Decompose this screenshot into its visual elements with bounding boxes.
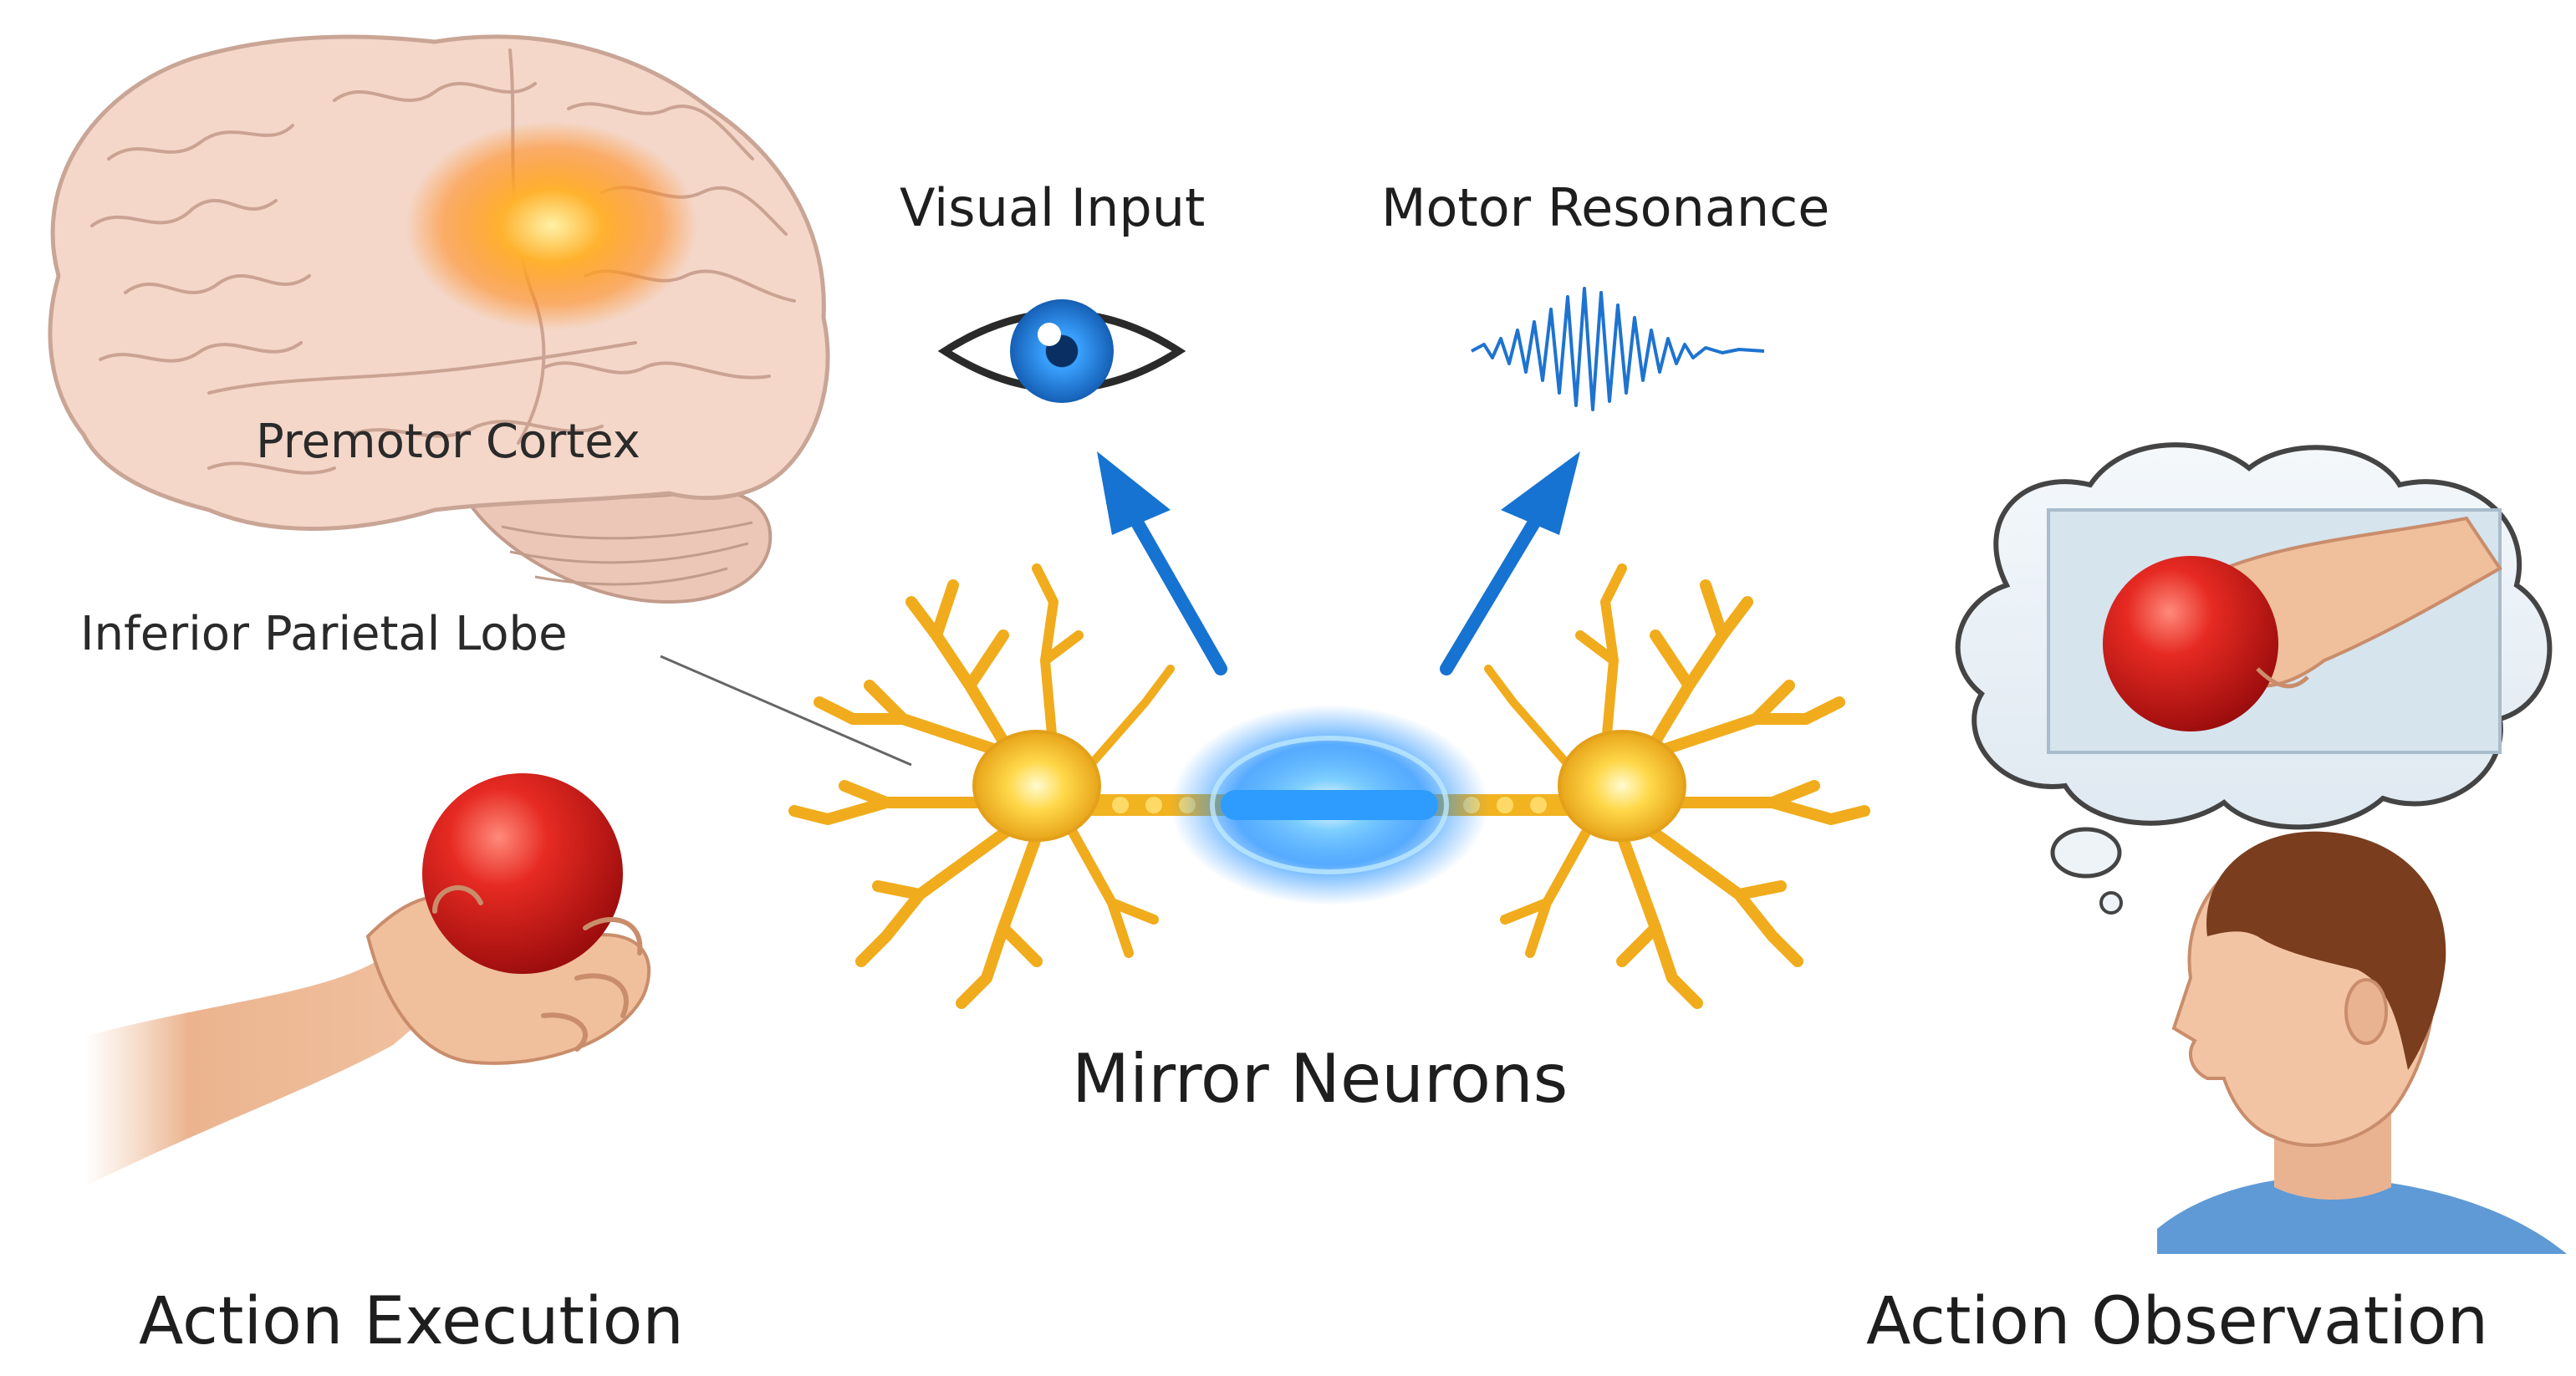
- blue-arrow-icon-right: [1440, 451, 1580, 675]
- blue-arrow-icon-left: [1097, 451, 1227, 675]
- soma-left: [972, 730, 1101, 842]
- red-ball-observation: [2103, 556, 2278, 731]
- premotor-highlight: [406, 121, 698, 330]
- hand-holding-ball: [84, 773, 651, 1187]
- cerebellum-folds: [501, 521, 753, 586]
- synapse-ring: [1210, 736, 1449, 874]
- soma-right: [1558, 730, 1686, 842]
- label-mirror-neurons: Mirror Neurons: [1072, 1040, 1569, 1118]
- label-premotor-cortex: Premotor Cortex: [256, 415, 640, 469]
- neuron-right: [1484, 563, 1870, 1009]
- brain-gyri: [90, 48, 796, 475]
- ear: [2344, 978, 2388, 1045]
- eye-icon: [937, 299, 1186, 403]
- shirt: [2157, 1176, 2567, 1254]
- parietal-leader-line: [660, 655, 912, 767]
- thought-dot-large: [2050, 827, 2122, 879]
- label-inferior-parietal-lobe: Inferior Parietal Lobe: [80, 607, 568, 661]
- synapse-core: [1221, 790, 1438, 820]
- label-action-execution: Action Execution: [139, 1284, 684, 1359]
- hair: [2206, 831, 2446, 1070]
- label-action-observation: Action Observation: [1866, 1284, 2489, 1359]
- observer-person: [2157, 831, 2567, 1254]
- thought-bubble: [1955, 442, 2553, 915]
- neuron-left: [788, 563, 1175, 1009]
- label-visual-input: Visual Input: [900, 177, 1206, 238]
- label-motor-resonance: Motor Resonance: [1381, 177, 1830, 238]
- thought-dot-small: [2099, 891, 2123, 915]
- red-ball-execution: [422, 773, 623, 974]
- brain-illustration: [48, 34, 830, 604]
- motor-wave-icon: [1471, 287, 1765, 411]
- fingers: [432, 885, 643, 1052]
